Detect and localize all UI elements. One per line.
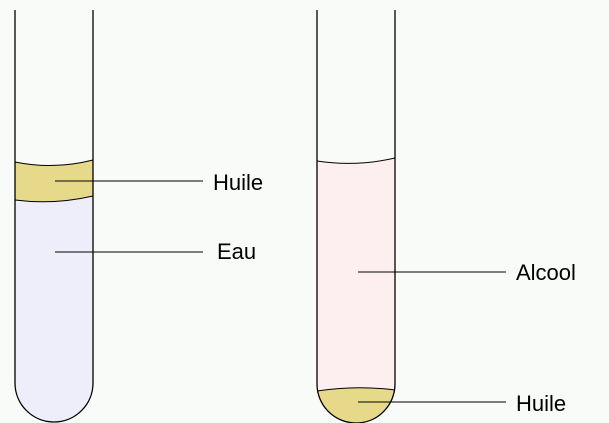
tube-2-glass [316,10,396,423]
tube-2-alcohol-meniscus [316,157,396,164]
tube-1-water-fill [15,195,93,422]
label-huile-tube-2: Huile [516,391,567,416]
tube-1-oil-water-interface [14,195,94,203]
label-huile-tube-1: Huile [213,170,264,195]
tube-2-oil-alcohol-interface [316,387,396,392]
tube-1-oil-layer [15,160,93,202]
tube-2-alcohol-fill [317,158,395,391]
tube-1-oil-top-meniscus [14,159,94,167]
label-alcool: Alcool [516,260,576,285]
tube-1-glass [14,10,94,423]
label-eau: Eau [217,239,257,264]
tube-2-oil-layer [317,384,395,423]
